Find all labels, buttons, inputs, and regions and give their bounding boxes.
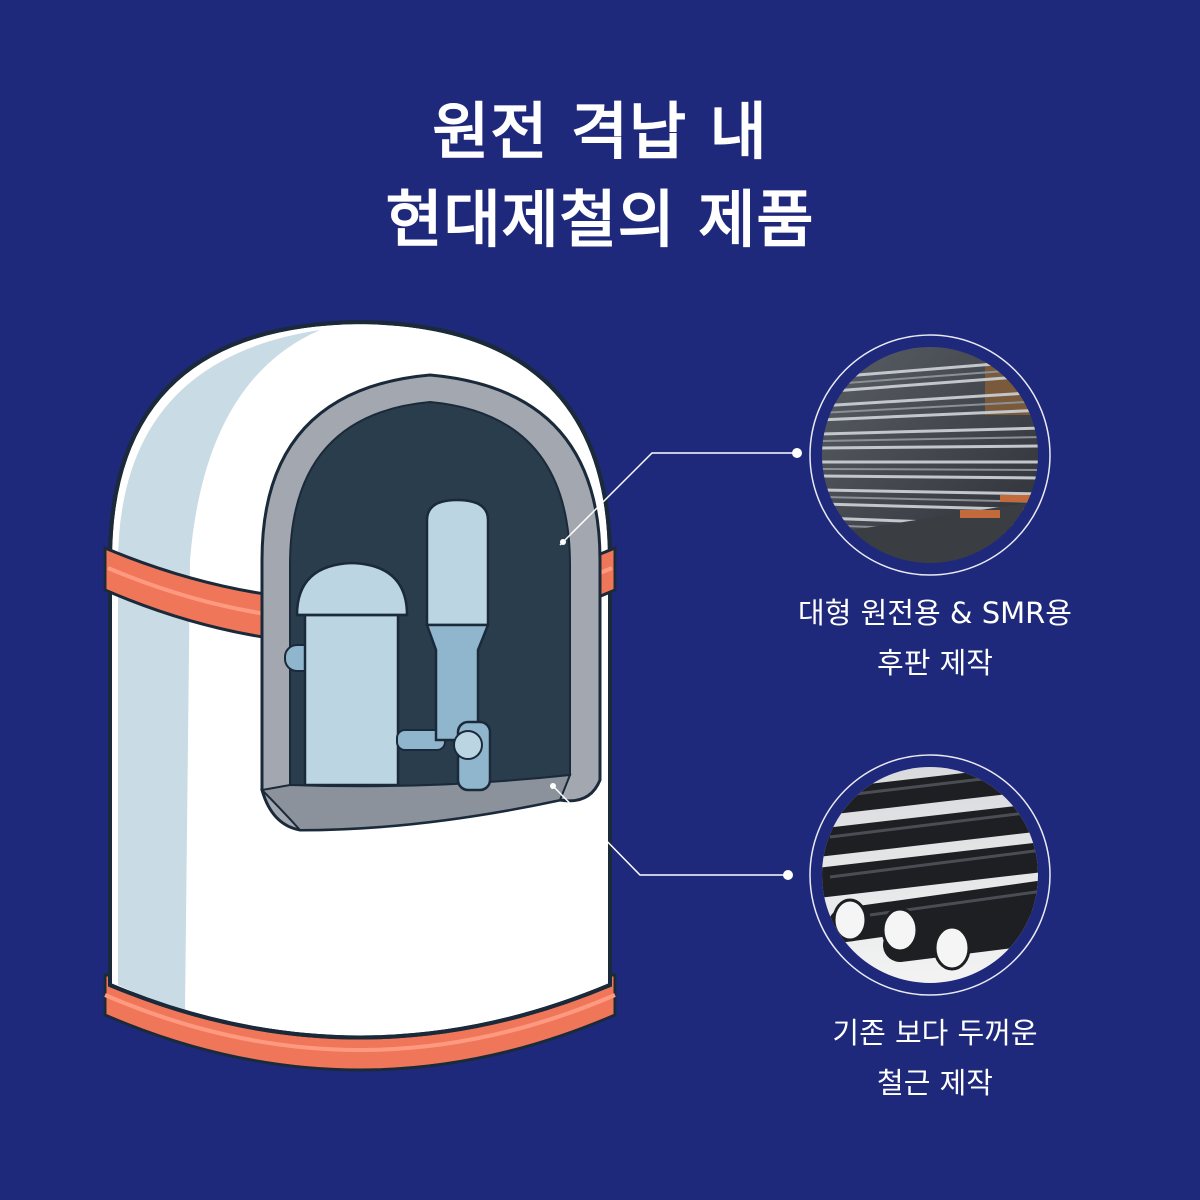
caption-steel-plate: 대형 원전용 & SMR용 후판 제작: [745, 588, 1125, 688]
connector-dot-plate: [792, 448, 802, 458]
rebar-photo: [809, 754, 1051, 996]
title-line-2: 현대제철의 제품: [385, 183, 815, 256]
connector-plate: [559, 452, 797, 546]
caption-steel-plate-line-2: 후판 제작: [877, 646, 993, 680]
connector-lines: [552, 452, 797, 876]
connector-rebar: [552, 785, 788, 876]
caption-steel-plate-line-1: 대형 원전용 & SMR용: [798, 596, 1072, 630]
caption-rebar-line-1: 기존 보다 두꺼운: [832, 1016, 1038, 1050]
building-shade: [118, 330, 320, 1010]
steel-plate-photo: [809, 334, 1051, 576]
caption-rebar-line-2: 철근 제작: [877, 1066, 993, 1100]
steam-generator: [425, 498, 492, 792]
title-line-1: 원전 격납 내: [432, 95, 768, 168]
connector-dot-rebar: [783, 870, 793, 880]
caption-rebar: 기존 보다 두꺼운 철근 제작: [745, 1008, 1125, 1108]
page-title: 원전 격납 내 현대제철의 제품: [0, 88, 1200, 264]
reactor-vessel: [284, 561, 446, 787]
containment-building: [103, 319, 617, 1072]
